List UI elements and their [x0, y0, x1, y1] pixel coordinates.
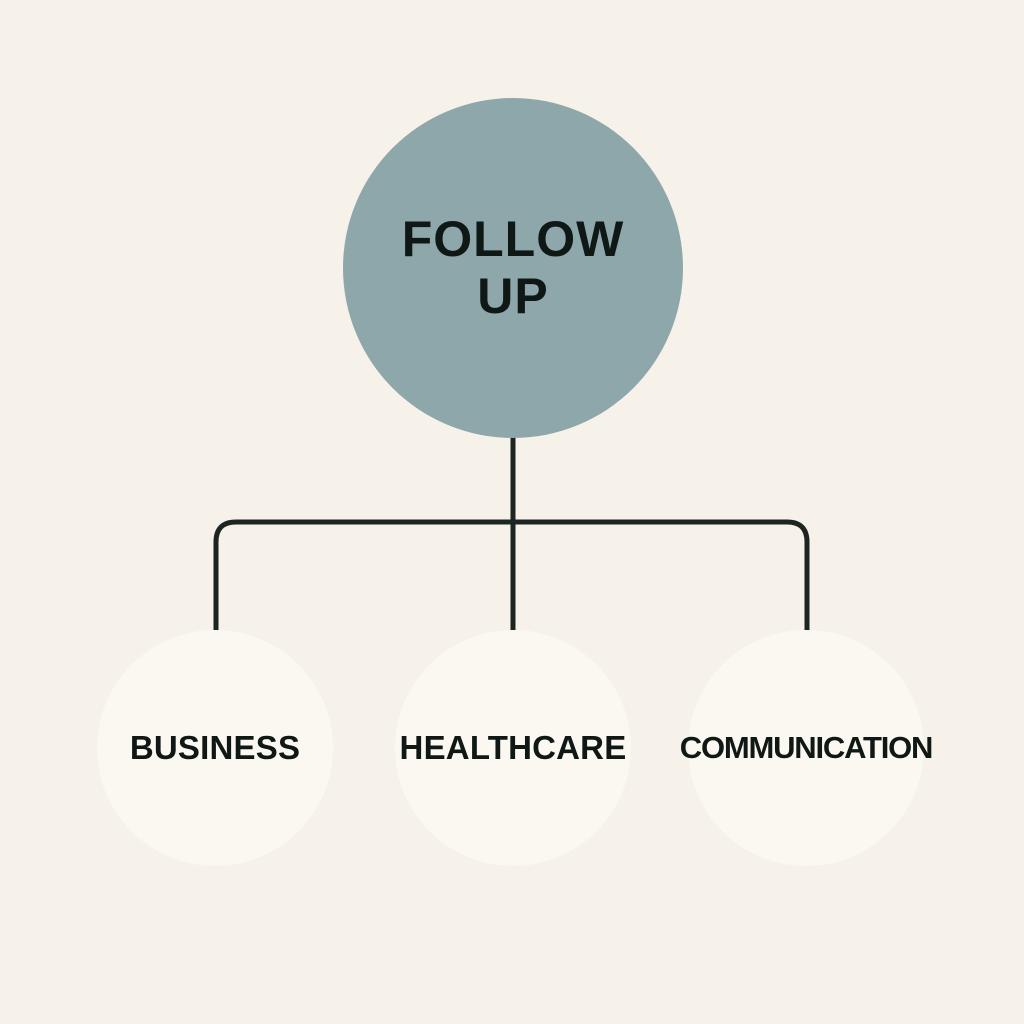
- child-node-label-business: BUSINESS: [129, 729, 301, 766]
- root-node-follow-up: FOLLOW UP: [343, 98, 683, 438]
- child-node-business: BUSINESS: [97, 630, 333, 866]
- child-node-healthcare: HEALTHCARE: [395, 630, 631, 866]
- child-node-label-healthcare: HEALTHCARE: [399, 729, 627, 766]
- connector-branch-line: [213, 519, 810, 633]
- child-node-communication: COMMUNICATION: [680, 630, 933, 866]
- child-node-label-communication: COMMUNICATION: [679, 730, 934, 765]
- root-node-label: FOLLOW UP: [401, 210, 625, 325]
